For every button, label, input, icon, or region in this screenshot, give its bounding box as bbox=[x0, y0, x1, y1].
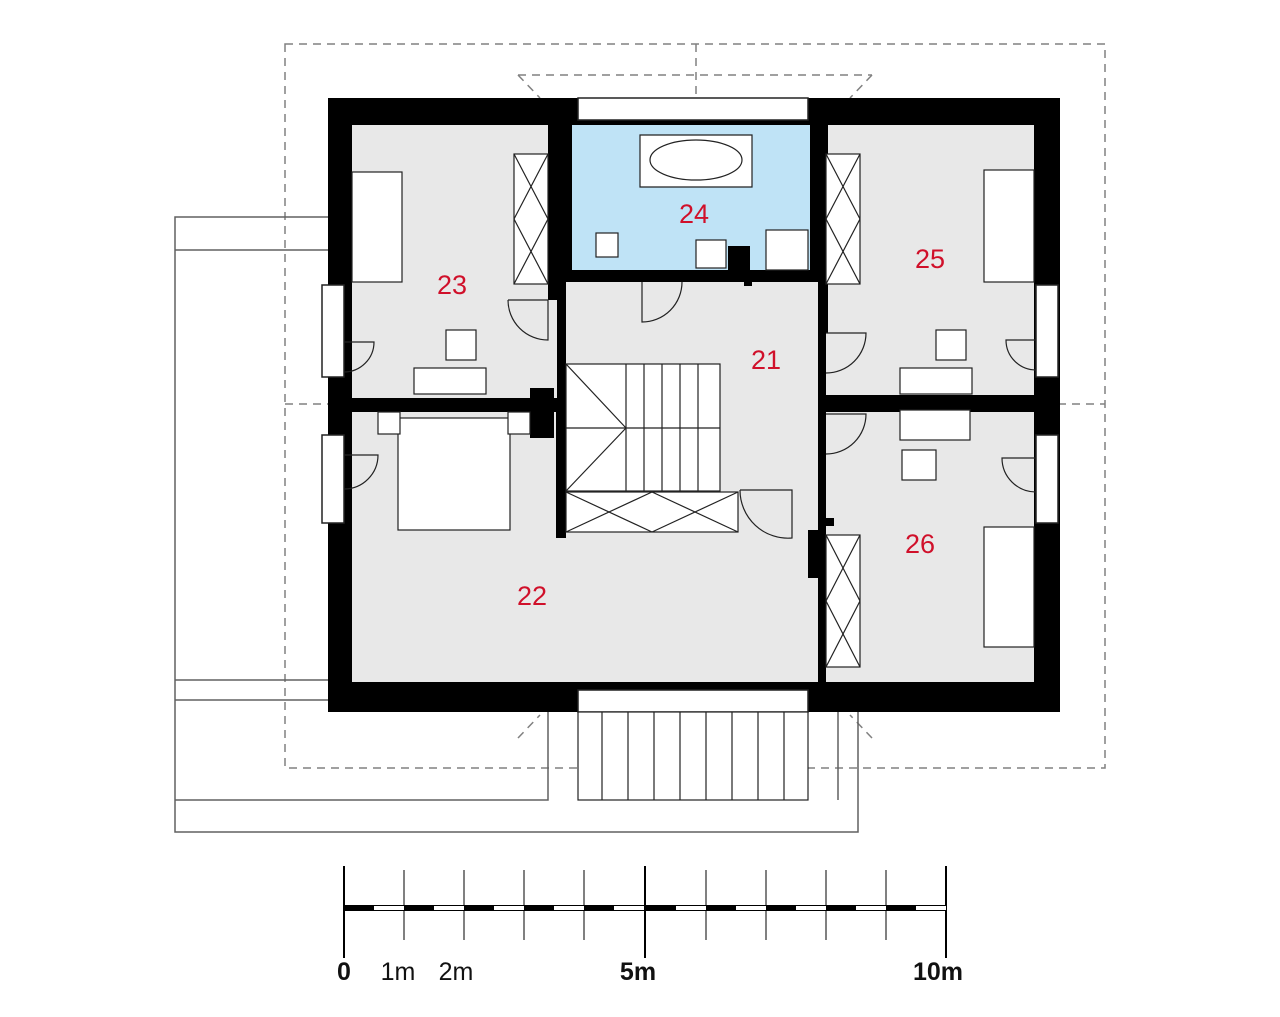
windows bbox=[321, 97, 1059, 713]
doors bbox=[343, 281, 1037, 539]
scale-label-1m: 1m bbox=[381, 958, 416, 986]
beds bbox=[351, 169, 1035, 648]
terrace-outline bbox=[174, 216, 859, 833]
room-label-23: 23 bbox=[437, 270, 467, 300]
room-label-22: 22 bbox=[517, 581, 547, 611]
bathroom-fixtures bbox=[595, 134, 809, 271]
scale-label-10m: 10m bbox=[913, 958, 963, 986]
scale-label-2m: 2m bbox=[439, 958, 474, 986]
scale-label-5m: 5m bbox=[620, 958, 656, 986]
room-label-21: 21 bbox=[751, 345, 781, 375]
scale-bar: 0 1m 2m 5m 10m bbox=[337, 866, 963, 986]
entrance-steps bbox=[577, 711, 809, 801]
desks bbox=[413, 329, 973, 481]
scale-label-0: 0 bbox=[337, 958, 351, 986]
wardrobes bbox=[513, 153, 861, 668]
room-labels: 21 22 23 24 25 26 bbox=[437, 199, 945, 611]
staircase bbox=[565, 363, 739, 533]
interior-walls bbox=[352, 125, 1033, 578]
room-label-24: 24 bbox=[679, 199, 709, 229]
room-label-25: 25 bbox=[915, 244, 945, 274]
room-label-26: 26 bbox=[905, 529, 935, 559]
